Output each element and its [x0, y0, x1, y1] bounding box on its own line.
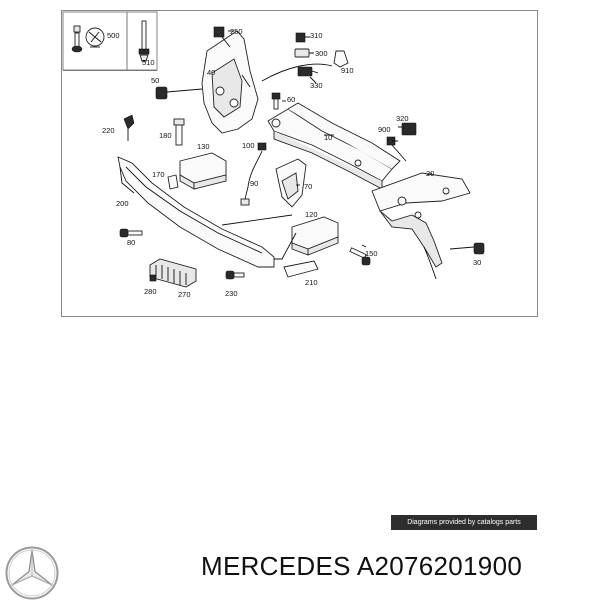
part-510-rivet: [138, 20, 150, 62]
part-130-absorber: [179, 152, 227, 190]
brand-part-number: MERCEDES A2076201900: [201, 551, 523, 581]
callout-10: 10: [324, 133, 332, 142]
callout-910: 910: [341, 66, 354, 75]
callout-60: 60: [287, 95, 295, 104]
callout-900: 900: [378, 125, 391, 134]
part-220-clip: [123, 114, 135, 141]
callout-70: 70: [304, 182, 312, 191]
callout-270: 270: [178, 290, 191, 299]
part-60-bolt: [271, 92, 281, 110]
callout-80: 80: [127, 238, 135, 247]
part-270-grille: [149, 258, 197, 288]
part-230-bolt: [225, 270, 245, 280]
callout-230: 230: [225, 289, 238, 298]
part-10-cross-member: [267, 102, 401, 190]
callout-310: 310: [310, 31, 323, 40]
callout-90: 90: [250, 179, 258, 188]
parts-sensor-group: [261, 32, 349, 82]
part-200-bumper-beam: [117, 156, 275, 268]
callout-20: 20: [426, 169, 434, 178]
callout-510: 510: [142, 58, 155, 67]
callout-170: 170: [152, 170, 165, 179]
part-70-bracket: [275, 158, 307, 208]
inset-boxes: [62, 11, 158, 71]
callout-320: 320: [396, 114, 409, 123]
part-150-bolt: [349, 247, 371, 266]
part-320-bracket: [386, 122, 417, 162]
diagram-credit-badge: Diagrams provided by catalogs parts: [391, 515, 537, 530]
part-20-support-member: [371, 172, 471, 280]
part-170-bracket: [167, 174, 179, 190]
callout-220: 220: [102, 126, 115, 135]
part-210-bracket: [283, 260, 319, 278]
parts-diagram: 500 510 250 310 300 910 330 40 50 60 10 …: [62, 11, 485, 299]
callout-130: 130: [197, 142, 210, 151]
part-500-clip: [71, 25, 105, 53]
callout-100: 100: [242, 141, 255, 150]
callout-40: 40: [207, 68, 215, 77]
part-50-clip: [155, 86, 203, 100]
callout-210: 210: [305, 278, 318, 287]
leader-lines: [90, 30, 433, 260]
parts-diagram-frame: 500 510 250 310 300 910 330 40 50 60 10 …: [61, 10, 538, 317]
part-30-clip: [449, 242, 485, 255]
callout-500: 500: [107, 31, 120, 40]
diagram-blank-area: [61, 318, 538, 528]
part-180-bolt: [173, 118, 185, 146]
three-pointed-star-icon: [5, 546, 59, 600]
part-80-bolt: [119, 228, 143, 238]
part-40-bracket: [201, 26, 259, 134]
callout-250: 250: [230, 27, 243, 36]
callout-150: 150: [365, 249, 378, 258]
callout-330: 330: [310, 81, 323, 90]
callout-120: 120: [305, 210, 318, 219]
part-90-cable: [240, 142, 267, 206]
callout-labels: 500 510 250 310 300 910 330 40 50 60 10 …: [102, 27, 481, 299]
callout-180: 180: [159, 131, 172, 140]
callout-200: 200: [116, 199, 129, 208]
callout-30: 30: [473, 258, 481, 267]
part-120-absorber: [291, 216, 339, 256]
callout-50: 50: [151, 76, 159, 85]
callout-300: 300: [315, 49, 328, 58]
callout-280: 280: [144, 287, 157, 296]
